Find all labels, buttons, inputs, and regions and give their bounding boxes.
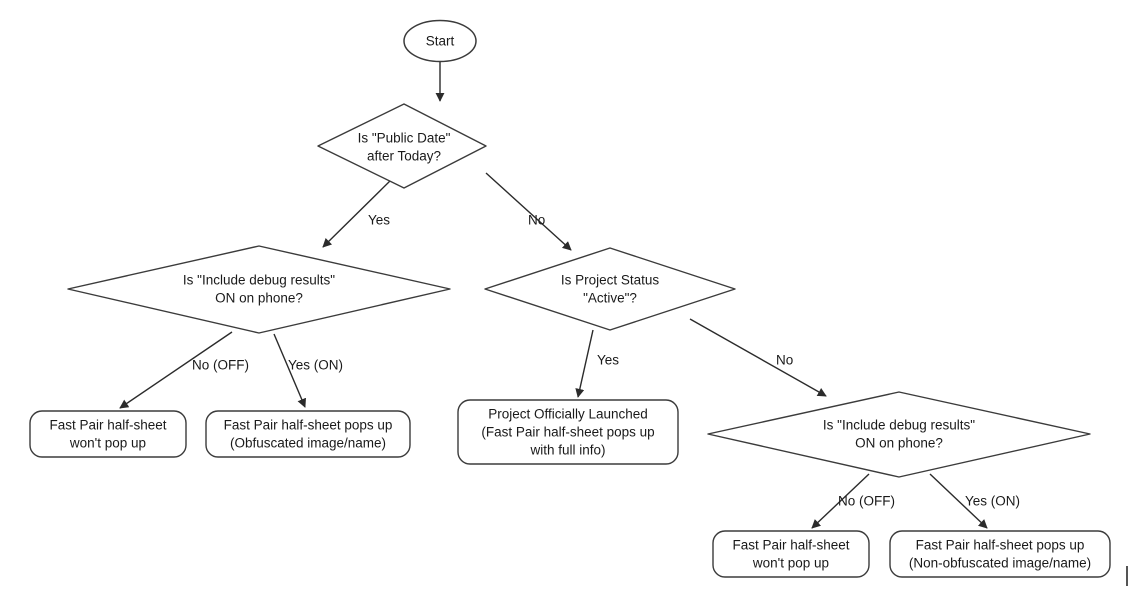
no-popup-left-box	[29, 410, 187, 458]
launched-line1: Project Officially Launched	[488, 407, 648, 422]
edge-public-date-no	[485, 172, 572, 251]
non-obfuscated-box	[889, 530, 1111, 578]
project-status-label-line1: Is Project Status	[561, 273, 660, 288]
launched-line2: (Fast Pair half-sheet pops up	[481, 425, 654, 440]
node-result-obfuscated[interactable]: Fast Pair half-sheet pops up (Obfuscated…	[205, 410, 411, 458]
edge-public-date-yes	[322, 177, 394, 248]
edge-debug-right-no	[811, 473, 870, 529]
non-obfuscated-line1: Fast Pair half-sheet pops up	[916, 538, 1085, 553]
edge-label-project-status-no: No	[776, 353, 793, 368]
no-popup-right-box	[712, 530, 870, 578]
node-start[interactable]: Start	[403, 19, 477, 63]
node-result-launched[interactable]: Project Officially Launched (Fast Pair h…	[457, 399, 679, 465]
public-date-diamond	[317, 103, 487, 189]
no-popup-right-line1: Fast Pair half-sheet	[732, 538, 849, 553]
node-decision-debug-right[interactable]: Is "Include debug results" ON on phone?	[707, 391, 1091, 478]
edge-label-debug-left-yes: Yes (ON)	[288, 358, 343, 373]
non-obfuscated-line2: (Non-obfuscated image/name)	[909, 556, 1091, 571]
edge-label-project-status-yes: Yes	[597, 353, 619, 368]
node-result-non-obfuscated[interactable]: Fast Pair half-sheet pops up (Non-obfusc…	[889, 530, 1111, 578]
node-decision-debug-left[interactable]: Is "Include debug results" ON on phone?	[67, 245, 451, 334]
obfuscated-line2: (Obfuscated image/name)	[230, 436, 386, 451]
edge-label-debug-left-no: No (OFF)	[192, 358, 249, 373]
edge-debug-right-yes	[929, 473, 988, 529]
edge-project-status-no	[689, 318, 827, 397]
edge-debug-left-no	[119, 331, 233, 409]
debug-right-diamond	[707, 391, 1091, 478]
project-status-label-line2: "Active"?	[583, 291, 637, 306]
edge-label-public-date-no: No	[528, 213, 545, 228]
obfuscated-box	[205, 410, 411, 458]
edge-project-status-yes	[575, 329, 594, 398]
debug-left-diamond	[67, 245, 451, 334]
start-ellipse	[403, 19, 477, 63]
debug-left-label-line1: Is "Include debug results"	[183, 273, 335, 288]
no-popup-left-line2: won't pop up	[69, 436, 146, 451]
launched-line3: with full info)	[529, 443, 605, 458]
obfuscated-line1: Fast Pair half-sheet pops up	[224, 418, 393, 433]
debug-left-label-line2: ON on phone?	[215, 291, 303, 306]
edge-layer: Yes No No (OFF) Yes (ON) Yes No No (OFF)…	[119, 61, 1020, 529]
debug-right-label-line1: Is "Include debug results"	[823, 418, 975, 433]
project-status-diamond	[484, 247, 736, 331]
no-popup-left-line1: Fast Pair half-sheet	[49, 418, 166, 433]
edge-debug-left-yes	[273, 333, 306, 408]
debug-right-label-line2: ON on phone?	[855, 436, 943, 451]
public-date-label-line2: after Today?	[367, 149, 441, 164]
node-decision-public-date[interactable]: Is "Public Date" after Today?	[317, 103, 487, 189]
edge-label-public-date-yes: Yes	[368, 213, 390, 228]
public-date-label-line1: Is "Public Date"	[358, 131, 451, 146]
node-decision-project-status[interactable]: Is Project Status "Active"?	[484, 247, 736, 331]
edge-label-debug-right-no: No (OFF)	[838, 494, 895, 509]
no-popup-right-line2: won't pop up	[752, 556, 829, 571]
node-result-no-popup-right[interactable]: Fast Pair half-sheet won't pop up	[712, 530, 870, 578]
edge-label-debug-right-yes: Yes (ON)	[965, 494, 1020, 509]
launched-box	[457, 399, 679, 465]
start-label: Start	[426, 34, 455, 49]
node-result-no-popup-left[interactable]: Fast Pair half-sheet won't pop up	[29, 410, 187, 458]
